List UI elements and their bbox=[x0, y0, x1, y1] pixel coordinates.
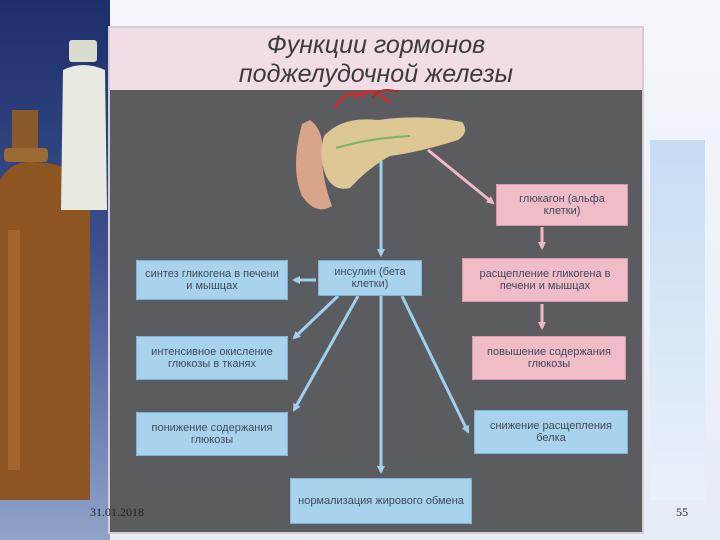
node-glycogen-breakdown: расщепление гликогена в печени и мышцах bbox=[462, 258, 628, 302]
footer-date: 31.01.2018 bbox=[90, 505, 144, 519]
background-right-strip bbox=[650, 140, 705, 500]
footer-page-number: 55 bbox=[676, 505, 688, 519]
diagram-title-line2: поджелудочной железы bbox=[238, 60, 514, 88]
node-glucose-decrease: понижение содержания глюкозы bbox=[136, 412, 288, 456]
arrow-insulin-glucose-oxidation bbox=[292, 294, 340, 340]
title-band: Функции гормонов поджелудочной железы bbox=[110, 28, 642, 90]
node-fat-normalization: нормализация жирового обмена bbox=[290, 478, 472, 524]
brown-bottle-image bbox=[0, 110, 90, 500]
node-protein-breakdown-decrease: снижение расщепления белка bbox=[474, 410, 628, 454]
pancreas-image bbox=[296, 89, 466, 210]
node-glucagon: глюкагон (альфа клетки) bbox=[496, 184, 628, 226]
arrows bbox=[292, 148, 546, 474]
node-glucose-oxidation: интенсивное окисление глюкозы в тканях bbox=[136, 336, 288, 380]
arrow-insulin-protein-breakdown bbox=[400, 295, 470, 434]
node-glycogen-synthesis: синтез гликогена в печени и мышцах bbox=[136, 260, 288, 300]
diagram-panel: Функции гормонов поджелудочной железы bbox=[108, 26, 644, 534]
glass-bottle-image bbox=[61, 40, 107, 210]
arrow-pancreas-glucagon bbox=[427, 148, 495, 205]
node-glucose-increase: повышение содержания глюкозы bbox=[472, 336, 626, 380]
node-insulin: инсулин (бета клетки) bbox=[318, 260, 422, 296]
arrow-insulin-glucose-decrease bbox=[292, 295, 360, 412]
diagram-graphics bbox=[292, 89, 546, 474]
diagram-title-line1: Функции гормонов bbox=[266, 31, 486, 59]
